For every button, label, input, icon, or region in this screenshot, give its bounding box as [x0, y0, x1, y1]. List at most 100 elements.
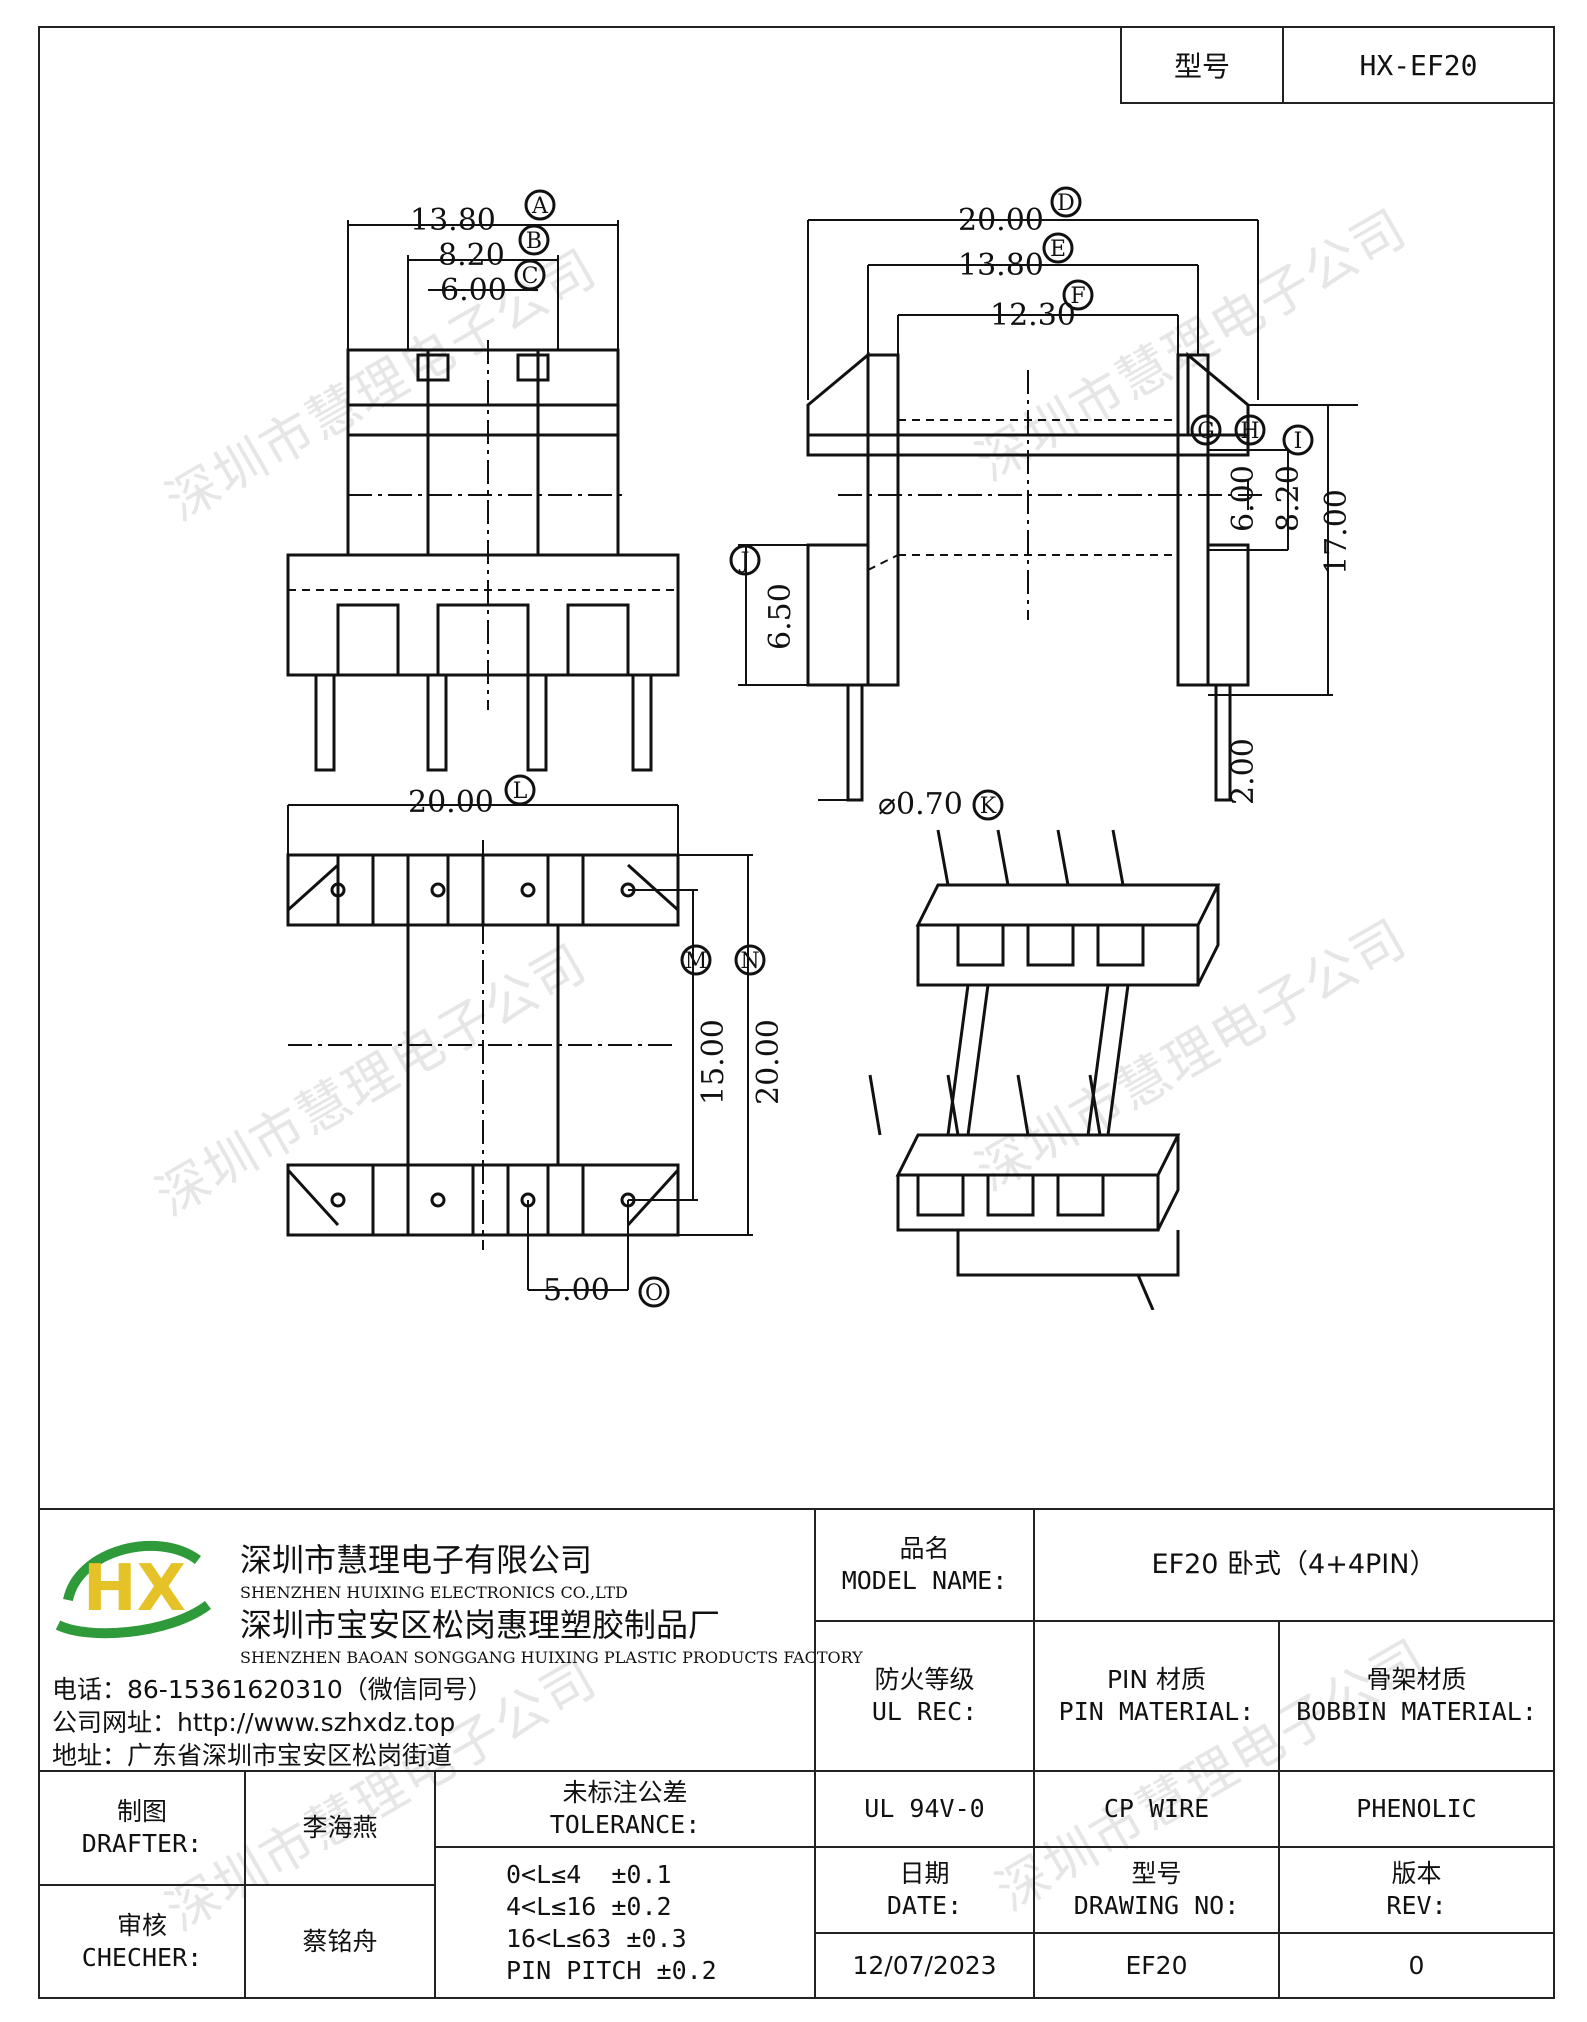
- ul-label-cn: 防火等级: [874, 1665, 975, 1694]
- company-address: 地址：广东省深圳市宝安区松岗街道: [52, 1741, 453, 1770]
- tolerance-line: 0<L≤4 ±0.1: [506, 1859, 672, 1889]
- pin-value: CP WIRE: [1103, 1794, 1210, 1823]
- factory-name-cn: 深圳市宝安区松岗惠理塑胶制品厂: [240, 1606, 721, 1644]
- drafter-name: 李海燕: [302, 1813, 378, 1842]
- front-view: [286, 220, 680, 772]
- tag-m: M: [685, 949, 708, 974]
- tolerance-line: 4<L≤16 ±0.2: [506, 1891, 672, 1921]
- rev-value-cell: 0: [1278, 1932, 1555, 1999]
- tag-e: E: [1050, 237, 1066, 262]
- dim-c-value: 6.00: [440, 273, 507, 308]
- checker-name: 蔡铭舟: [302, 1926, 378, 1956]
- checker-label-cell: 审核 CHECHER:: [38, 1884, 246, 1999]
- logo-text: HX: [83, 1552, 186, 1626]
- tag-l: L: [513, 779, 528, 804]
- dim-i-value: 17.00: [1319, 489, 1354, 575]
- product-value: EF20 卧式（4+4PIN）: [1151, 1549, 1437, 1580]
- date-label-cell: 日期 DATE:: [814, 1846, 1035, 1934]
- model-label: 型号: [1173, 50, 1230, 83]
- drawing-no-label-en: DRAWING NO:: [1073, 1891, 1240, 1920]
- date-value-cell: 12/07/2023: [814, 1932, 1035, 1999]
- ul-label-cell: 防火等级 UL REC:: [814, 1620, 1035, 1772]
- company-phone: 电话：86-15361620310（微信同号）: [52, 1675, 493, 1704]
- date-label-en: DATE:: [886, 1891, 963, 1920]
- drafter-label-cell: 制图 DRAFTER:: [38, 1770, 246, 1886]
- tag-i: I: [1294, 429, 1303, 454]
- top-view: [286, 804, 753, 1291]
- tag-d: D: [1057, 191, 1075, 216]
- tag-k: K: [980, 794, 997, 819]
- factory-name-en: SHENZHEN BAOAN SONGGANG HUIXING PLASTIC …: [240, 1648, 863, 1667]
- dim-j-value: 6.50: [763, 583, 798, 650]
- pin-label-cn: PIN 材质: [1106, 1665, 1207, 1694]
- ul-value-cell: UL 94V-0: [814, 1770, 1035, 1848]
- ul-value: UL 94V-0: [864, 1794, 985, 1823]
- tag-n: N: [740, 949, 759, 974]
- rev-label-en: REV:: [1386, 1891, 1447, 1920]
- product-label-en: MODEL NAME:: [841, 1566, 1008, 1595]
- checker-name-cell: 蔡铭舟: [244, 1884, 436, 1999]
- model-value-cell: HX-EF20: [1282, 26, 1555, 104]
- drafter-label-en: DRAFTER:: [81, 1829, 203, 1858]
- side-view: [738, 219, 1358, 802]
- model-label-cell: 型号: [1120, 26, 1284, 104]
- tag-f: F: [1070, 284, 1085, 309]
- checker-label-cn: 审核: [116, 1910, 167, 1940]
- tolerance-label-en: TOLERANCE:: [549, 1810, 701, 1839]
- pin-value-cell: CP WIRE: [1033, 1770, 1280, 1848]
- dim-m-value: 15.00: [696, 1019, 731, 1105]
- product-label-cn: 品名: [899, 1534, 950, 1563]
- company-name-cn: 深圳市慧理电子有限公司: [240, 1541, 593, 1579]
- drafter-name-cell: 李海燕: [244, 1770, 436, 1886]
- drawing-no-value: EF20: [1125, 1950, 1188, 1980]
- tag-h: H: [1240, 419, 1259, 444]
- tag-g: G: [1197, 419, 1215, 444]
- bobbin-label-cn: 骨架材质: [1366, 1665, 1467, 1694]
- tag-j: J: [739, 549, 750, 574]
- tag-b: B: [526, 229, 542, 254]
- tolerance-line: 16<L≤63 ±0.3: [506, 1923, 687, 1953]
- tolerance-values-cell: 0<L≤4 ±0.1 4<L≤16 ±0.2 16<L≤63 ±0.3 PIN …: [434, 1846, 816, 1999]
- company-name-en: SHENZHEN HUIXING ELECTRONICS CO.,LTD: [240, 1583, 628, 1602]
- company-website: 公司网址：http://www.szhxdz.top: [52, 1708, 456, 1737]
- checker-label-en: CHECHER:: [81, 1942, 203, 1972]
- dim-e-value: 13.80: [958, 248, 1044, 283]
- date-label-cn: 日期: [899, 1859, 950, 1888]
- dim-d-value: 20.00: [958, 203, 1044, 238]
- dim-k-value: ⌀0.70: [878, 787, 963, 822]
- rev-value: 0: [1408, 1950, 1425, 1980]
- drawing-no-label-cn: 型号: [1131, 1859, 1182, 1888]
- product-value-cell: EF20 卧式（4+4PIN）: [1033, 1508, 1555, 1622]
- dim-n-value: 20.00: [751, 1019, 786, 1105]
- rev-label-cell: 版本 REV:: [1278, 1846, 1555, 1934]
- tag-o: O: [645, 1281, 663, 1306]
- date-value: 12/07/2023: [852, 1950, 997, 1980]
- product-label-cell: 品名 MODEL NAME:: [814, 1508, 1035, 1622]
- tolerance-label-cn: 未标注公差: [562, 1778, 688, 1807]
- drawing-no-value-cell: EF20: [1033, 1932, 1280, 1999]
- tolerance-line: PIN PITCH ±0.2: [506, 1955, 717, 1985]
- tag-c: C: [522, 264, 539, 289]
- drafter-label-cn: 制图: [116, 1797, 167, 1826]
- pin-label-cell: PIN 材质 PIN MATERIAL:: [1033, 1620, 1280, 1772]
- dim-g-value: 6.00: [1226, 465, 1261, 532]
- pin-label-en: PIN MATERIAL:: [1058, 1697, 1255, 1726]
- dim-o-value: 5.00: [543, 1273, 610, 1308]
- dim-l-value: 20.00: [408, 785, 494, 820]
- bobbin-value: PHENOLIC: [1356, 1794, 1477, 1823]
- tolerance-label-cell: 未标注公差 TOLERANCE:: [434, 1770, 816, 1848]
- rev-label-cn: 版本: [1391, 1859, 1442, 1888]
- isometric-view: [868, 829, 1221, 1310]
- hx-logo: HX: [55, 1541, 211, 1639]
- bobbin-label-en: BOBBIN MATERIAL:: [1296, 1697, 1537, 1726]
- dim-f-value: 12.30: [990, 298, 1076, 333]
- tag-a: A: [531, 194, 549, 219]
- model-value: HX-EF20: [1359, 48, 1478, 82]
- dim-a-value: 13.80: [410, 203, 496, 238]
- ul-label-en: UL REC:: [871, 1697, 978, 1726]
- bobbin-label-cell: 骨架材质 BOBBIN MATERIAL:: [1278, 1620, 1555, 1772]
- bobbin-value-cell: PHENOLIC: [1278, 1770, 1555, 1848]
- dim-h-value: 8.20: [1271, 465, 1306, 532]
- dim-pin-value: 2.00: [1226, 738, 1261, 805]
- technical-drawing: 13.80 8.20 6.00 A B C: [286, 186, 1358, 1310]
